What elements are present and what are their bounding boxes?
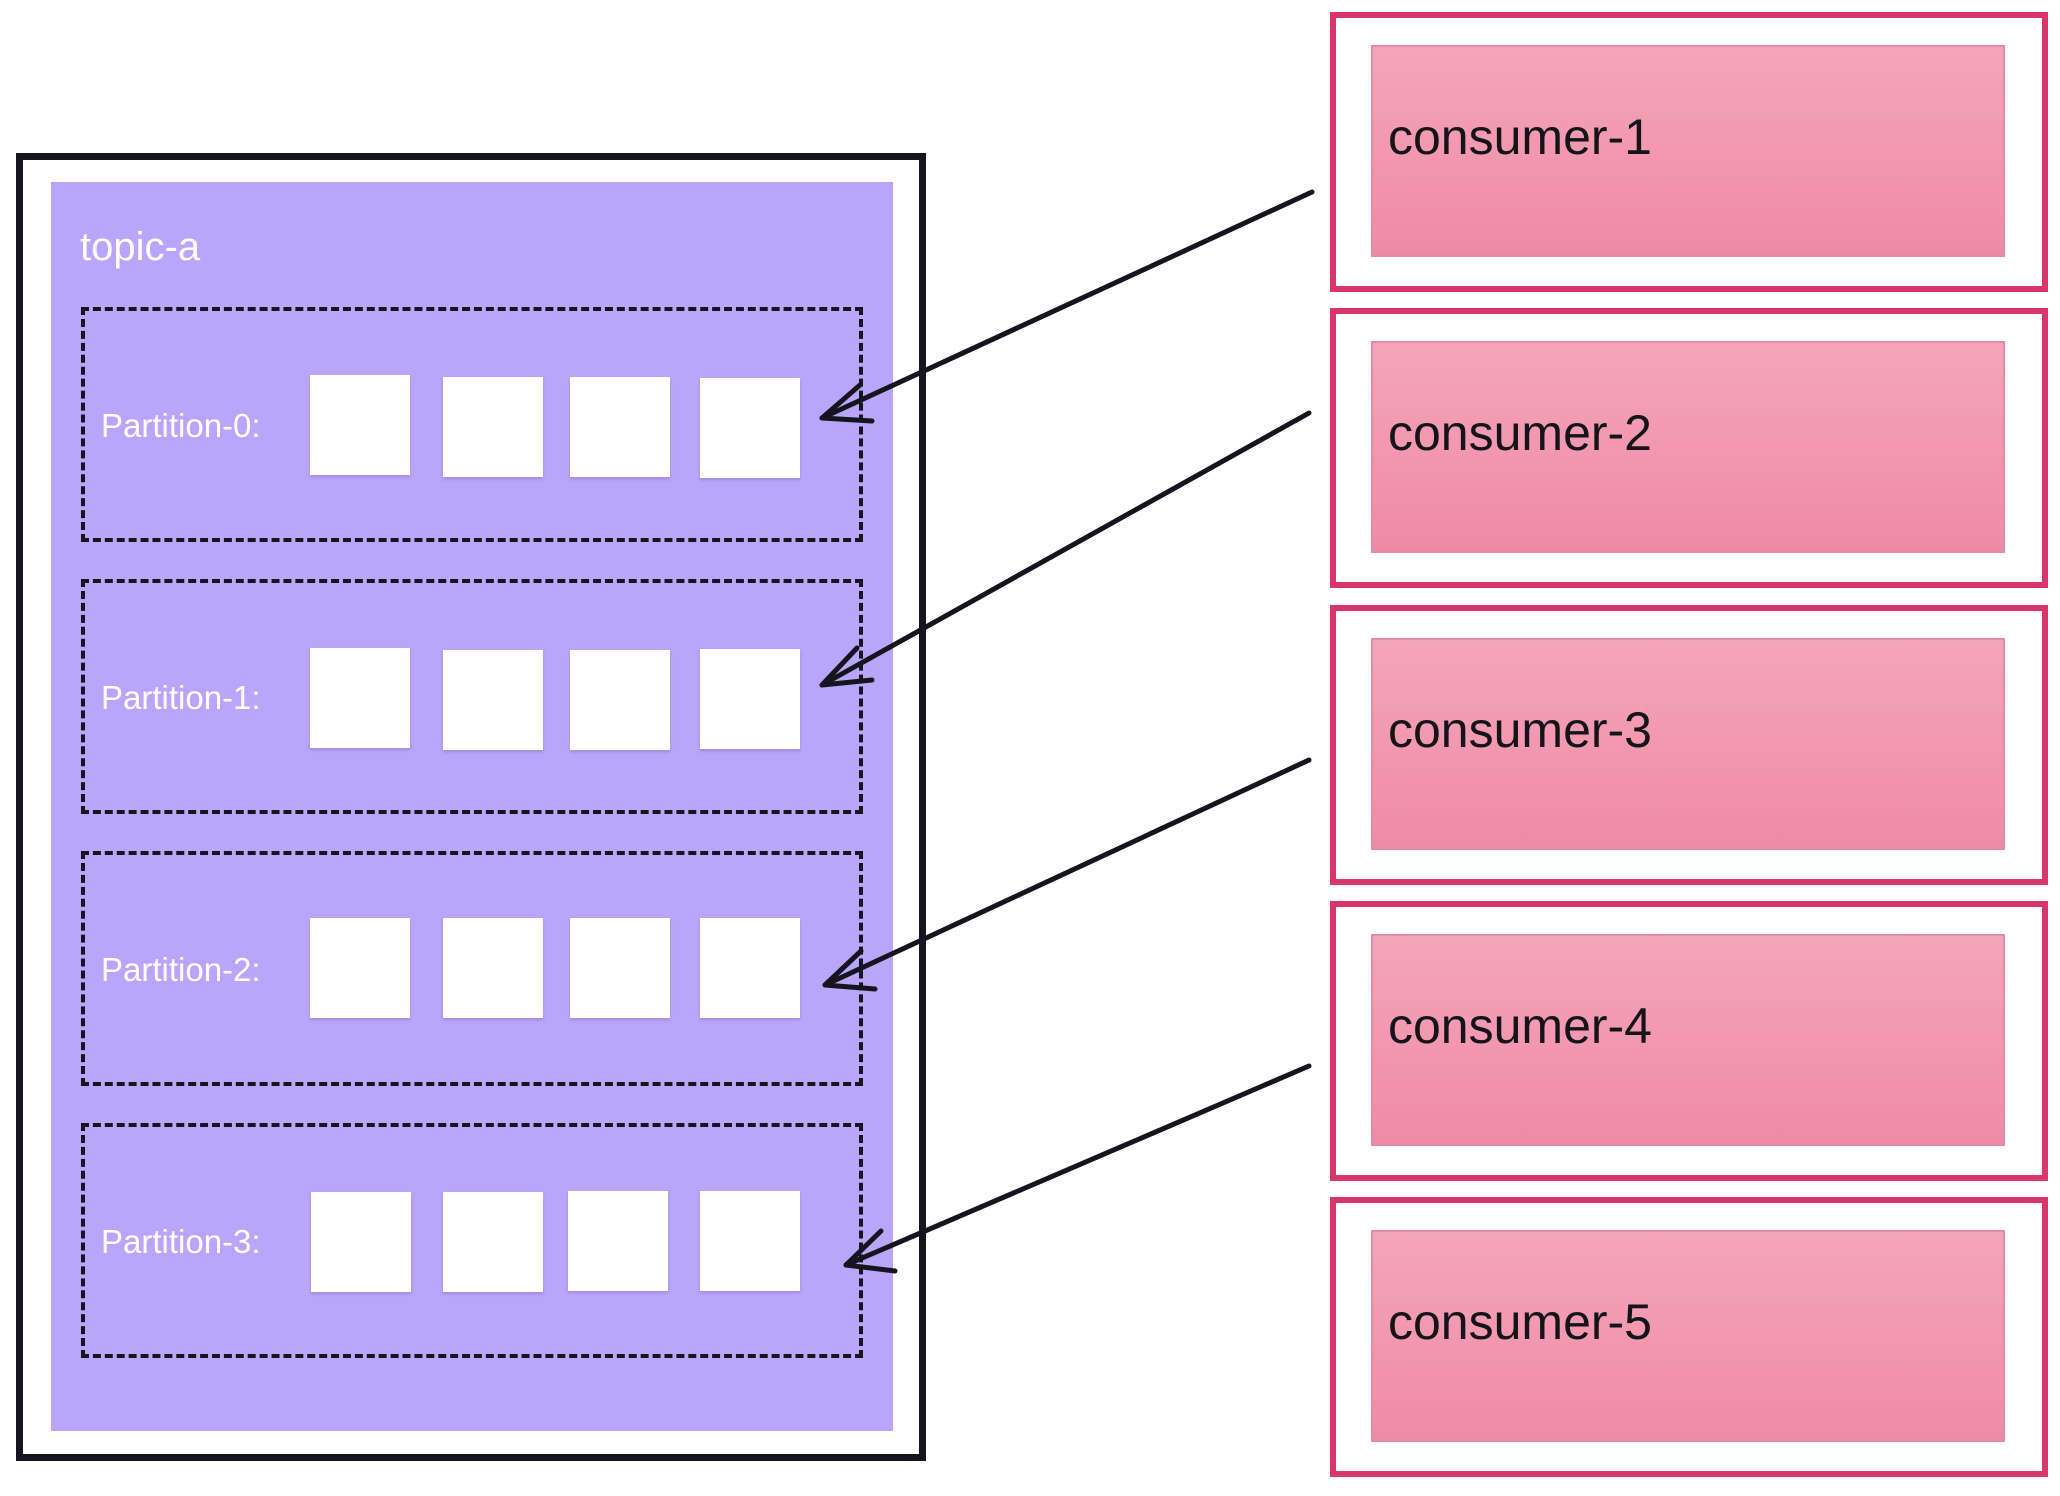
partition-2-message-4 <box>700 918 800 1018</box>
partition-1-message-2 <box>443 650 543 750</box>
partition-1 <box>81 579 863 814</box>
partition-3-message-1 <box>311 1192 411 1292</box>
partition-1-message-3 <box>570 650 670 750</box>
partition-1-message-4 <box>700 649 800 749</box>
consumer-1-box <box>1371 45 2005 257</box>
topic-title: topic-a <box>80 225 201 269</box>
partition-3-message-4 <box>700 1191 800 1291</box>
consumer-1-label: consumer-1 <box>1388 109 1652 165</box>
consumer-3-box <box>1371 638 2005 850</box>
partition-2-message-1 <box>310 918 410 1018</box>
consumer-2-box <box>1371 341 2005 553</box>
partition-0-message-2 <box>443 377 543 477</box>
partition-0-message-4 <box>700 378 800 478</box>
partition-2-message-3 <box>570 918 670 1018</box>
partition-0-message-1 <box>310 375 410 475</box>
partition-1-label: Partition-1: <box>101 679 261 716</box>
partition-2-label: Partition-2: <box>101 951 261 988</box>
consumer-5-label: consumer-5 <box>1388 1294 1652 1350</box>
consumer-4-label: consumer-4 <box>1388 998 1652 1054</box>
partition-0-label: Partition-0: <box>101 407 261 444</box>
partition-3-message-3 <box>568 1191 668 1291</box>
consumer-4-box <box>1371 934 2005 1146</box>
partition-3-message-2 <box>443 1192 543 1292</box>
partition-0-message-3 <box>570 377 670 477</box>
consumer-5-box <box>1371 1230 2005 1442</box>
consumer-3-label: consumer-3 <box>1388 702 1652 758</box>
partition-1-message-1 <box>310 648 410 748</box>
partition-3-label: Partition-3: <box>101 1223 261 1260</box>
consumer-2-label: consumer-2 <box>1388 405 1652 461</box>
partition-2-message-2 <box>443 918 543 1018</box>
